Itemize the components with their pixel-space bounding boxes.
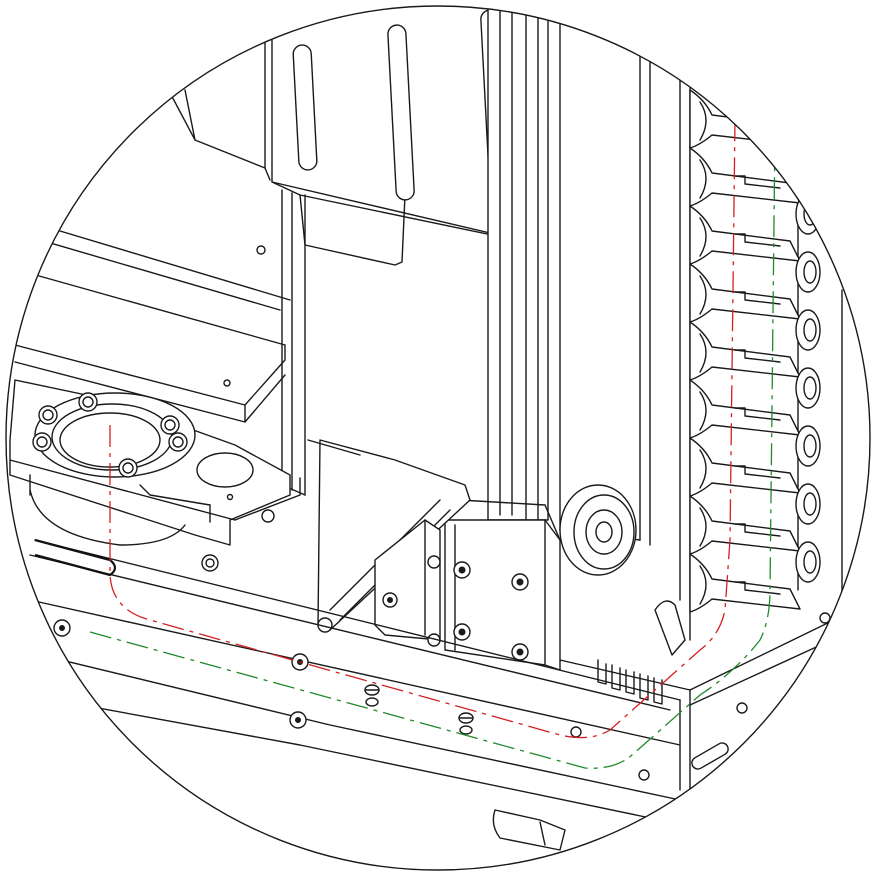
bearing-bolts	[32, 392, 188, 478]
drawing-content	[6, 6, 870, 851]
drag-chain-link	[689, 425, 821, 497]
drag-chain-link	[689, 251, 821, 323]
stepper-motor	[444, 499, 561, 671]
idler-pulley	[559, 484, 637, 576]
red-dash-dot-cable	[109, 119, 736, 739]
green-dash-dot-cable	[89, 129, 776, 769]
left-plates	[14, 224, 291, 423]
upper-housing	[149, 6, 271, 181]
beam-fasteners	[53, 612, 831, 781]
bearing-ring	[34, 392, 196, 478]
tensioner-link	[307, 439, 471, 647]
plate-hole	[196, 452, 254, 488]
drag-chain-link	[689, 367, 821, 439]
drag-chain-link	[689, 193, 821, 265]
bracket-slot-2	[387, 24, 415, 201]
bracket-slot-1	[292, 44, 318, 171]
bracket-hole	[256, 245, 266, 255]
motor-screws	[453, 561, 529, 661]
vertical-post	[281, 189, 306, 496]
bottom-tab	[492, 809, 566, 851]
motor-cylinder	[29, 489, 186, 546]
drag-chain-link	[689, 309, 821, 381]
drag-chain	[689, 79, 843, 641]
cable-paths	[89, 119, 776, 769]
drag-chain-link	[689, 483, 821, 555]
connector-fins	[597, 659, 663, 705]
flange-plate	[9, 379, 301, 572]
drag-chain-link	[689, 147, 801, 207]
detail-circle-frame	[5, 5, 871, 871]
drag-chain-link	[689, 541, 821, 613]
lever-arm	[654, 600, 686, 656]
